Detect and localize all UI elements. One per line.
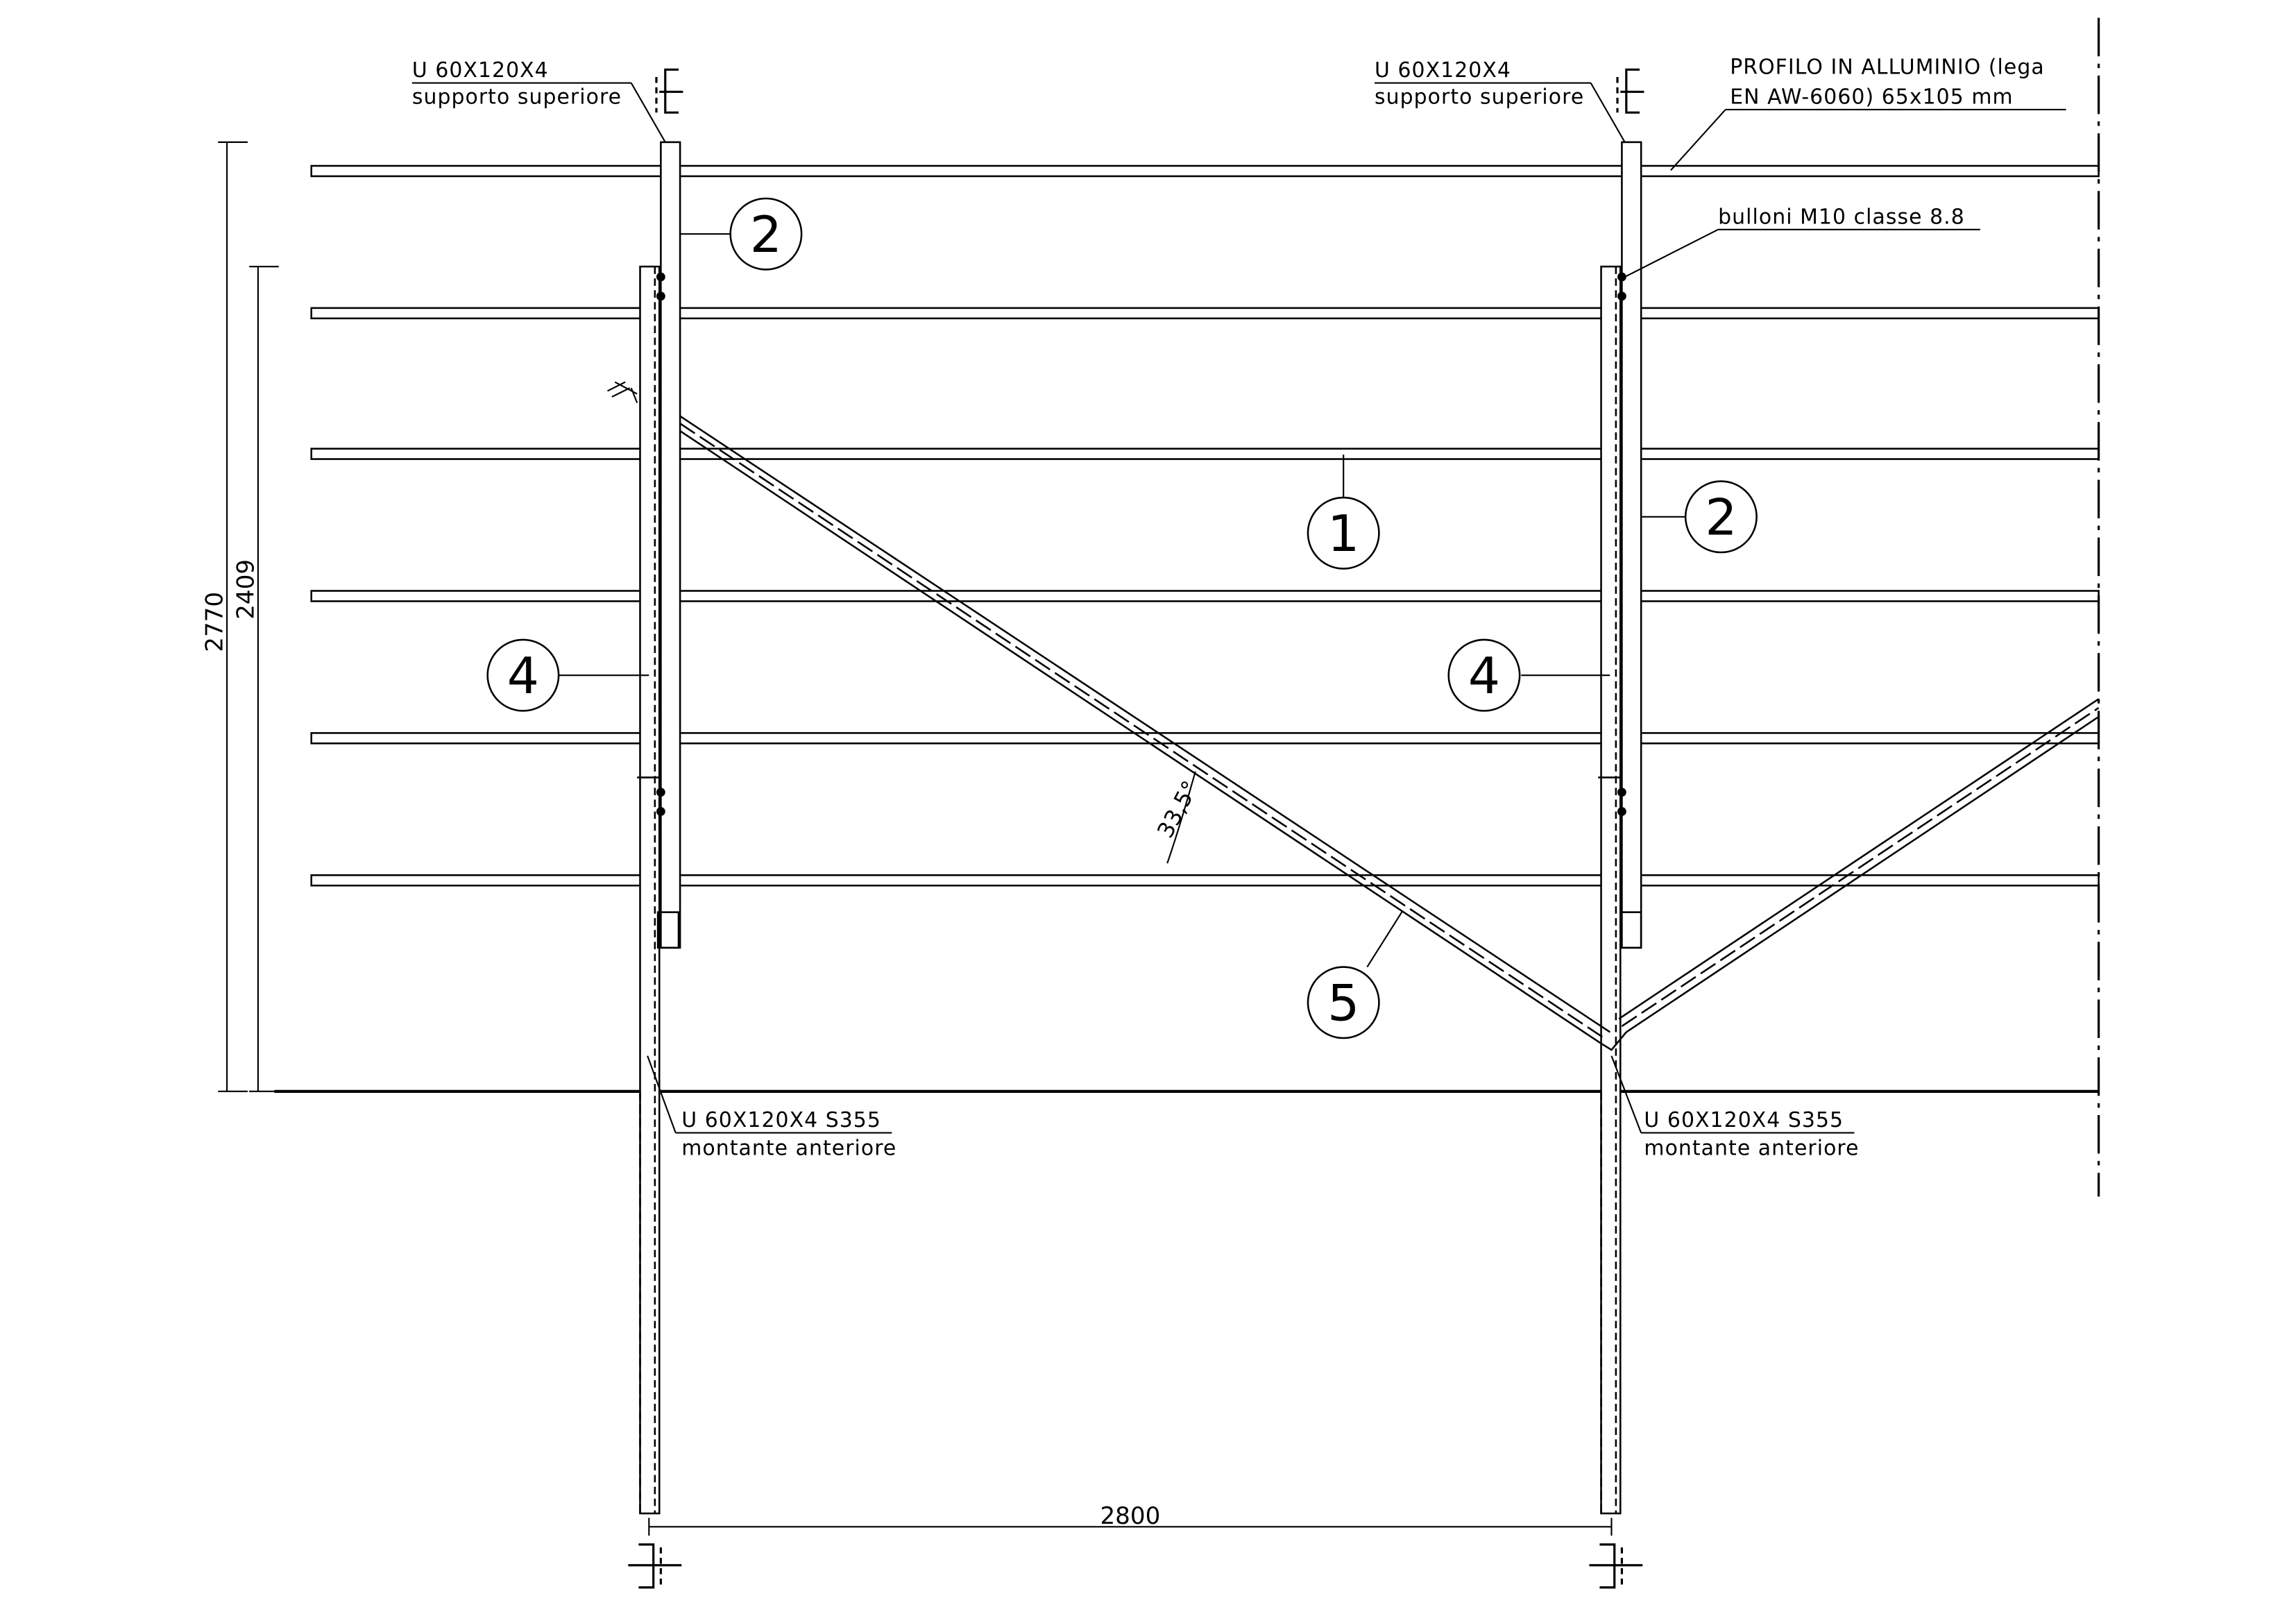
dimension-post-height	[249, 266, 279, 1092]
bolt	[1617, 291, 1626, 301]
dim-span: 2800	[1100, 1502, 1160, 1530]
dim-post-height: 2409	[232, 559, 260, 620]
bolts-right	[1617, 272, 1626, 816]
weld-symbol	[607, 381, 638, 403]
section-symbol-top-left	[655, 68, 683, 114]
callout-1: 1	[1307, 496, 1380, 570]
bolt	[656, 807, 665, 816]
front-post-left	[639, 265, 661, 1515]
front-post-right	[1600, 265, 1622, 1515]
diagonal-brace-right	[1618, 698, 2100, 1033]
callout-2-right: 2	[1684, 480, 1758, 554]
callout-4-left: 4	[486, 638, 560, 712]
upper-support-left	[660, 141, 681, 949]
dimension-span	[648, 1518, 1613, 1536]
aluminium-profile-2	[310, 307, 2100, 320]
label-profile-line1: PROFILO IN ALLUMINIO (lega	[1730, 56, 2045, 80]
aluminium-profile-3	[310, 448, 2100, 460]
label-top-support-left-line1: U 60X120X4	[412, 58, 549, 83]
bolt	[656, 272, 665, 282]
diagonal-brace-left	[679, 415, 1611, 1044]
leaders	[411, 82, 2066, 1134]
aluminium-profile-5	[310, 732, 2100, 745]
bolt	[1617, 272, 1626, 282]
callout-2-right-label: 2	[1705, 488, 1737, 547]
label-profile-line2: EN AW-6060) 65x105 mm	[1730, 85, 2013, 109]
right-frame	[1598, 141, 1642, 1515]
callout-4-right-label: 4	[1468, 647, 1500, 706]
front-post-left-base-plate	[656, 911, 680, 949]
label-front-post-right-line1: U 60X120X4 S355	[1644, 1108, 1844, 1132]
bolt	[1617, 807, 1626, 816]
left-frame	[637, 141, 681, 1515]
label-top-support-left-line2: supporto superiore	[412, 85, 622, 109]
label-front-post-left-line1: U 60X120X4 S355	[681, 1108, 881, 1132]
angle-arc	[1166, 771, 1196, 864]
upper-support-right	[1621, 141, 1642, 949]
section-symbol-bottom-right	[1589, 1543, 1643, 1589]
dim-total-height: 2770	[201, 592, 229, 652]
bolt	[656, 291, 665, 301]
bolt	[656, 788, 665, 797]
aluminium-profile-4	[310, 590, 2100, 602]
bolt	[1617, 788, 1626, 797]
callout-1-label: 1	[1327, 505, 1359, 563]
callout-4-left-label: 4	[507, 647, 539, 706]
label-top-support-right-line1: U 60X120X4	[1375, 58, 1511, 83]
aluminium-profiles	[310, 164, 2100, 887]
label-front-post-left-line2: montante anteriore	[681, 1137, 896, 1161]
callout-4-right: 4	[1447, 638, 1521, 712]
callout-2-left-label: 2	[750, 206, 782, 264]
aluminium-profile-6	[310, 874, 2100, 887]
section-symbol-bottom-left	[628, 1543, 682, 1589]
label-front-post-right-line2: montante anteriore	[1644, 1137, 1859, 1161]
label-bolts: bulloni M10 classe 8.8	[1718, 205, 1965, 229]
callout-2-left: 2	[729, 197, 803, 271]
callout-5-label: 5	[1327, 974, 1359, 1033]
label-top-support-right-line2: supporto superiore	[1375, 85, 1584, 109]
dim-brace-angle: 33,5°	[1152, 776, 1204, 842]
dimension-total-height	[218, 141, 248, 1092]
aluminium-profile-1	[310, 164, 2100, 178]
section-symbol-top-right	[1616, 68, 1644, 114]
bolts-left	[656, 272, 665, 816]
front-post-right-base-plate	[1619, 911, 1642, 949]
callout-5: 5	[1307, 966, 1380, 1039]
